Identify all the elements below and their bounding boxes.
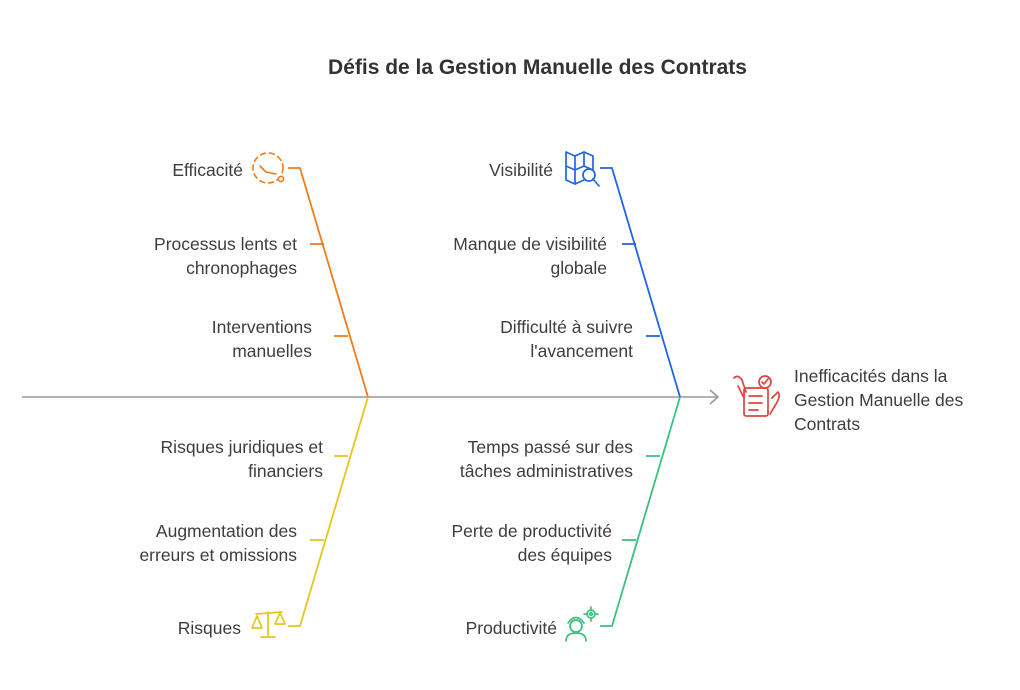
bone-risques: [288, 396, 369, 627]
cause-label: Augmentation des erreurs et omissions: [139, 521, 297, 565]
map-search-icon: [565, 151, 600, 187]
effect-label: Inefficacités dans la Gestion Manuelle d…: [794, 366, 964, 434]
cause-label: Manque de visibilité globale: [453, 234, 607, 278]
bone-efficacite: [288, 167, 369, 398]
cause-label: Perte de productivité des équipes: [451, 521, 612, 565]
spine-arrowhead: [709, 389, 720, 405]
clock-dashed-icon: [252, 152, 285, 184]
diagram-title: Défis de la Gestion Manuelle des Contrat…: [328, 56, 747, 79]
cause-label: Risques juridiques et financiers: [160, 437, 323, 481]
checklist-hand-icon: [733, 375, 780, 417]
scales-icon: [251, 611, 286, 638]
cause-label: Interventions manuelles: [211, 317, 312, 361]
category-label-efficacite: Efficacité: [172, 160, 243, 180]
category-label-risques: Risques: [177, 618, 241, 638]
cause-label: Difficulté à suivre l'avancement: [500, 317, 633, 361]
cause-label: Temps passé sur des tâches administrativ…: [459, 437, 633, 481]
bone-visibilite: [600, 167, 681, 398]
cause-label: Processus lents et chronophages: [154, 234, 297, 278]
category-label-visibilite: Visibilité: [489, 160, 553, 180]
bone-productivite: [600, 396, 681, 627]
worker-gear-icon: [565, 606, 599, 642]
category-label-productivite: Productivité: [465, 618, 557, 638]
